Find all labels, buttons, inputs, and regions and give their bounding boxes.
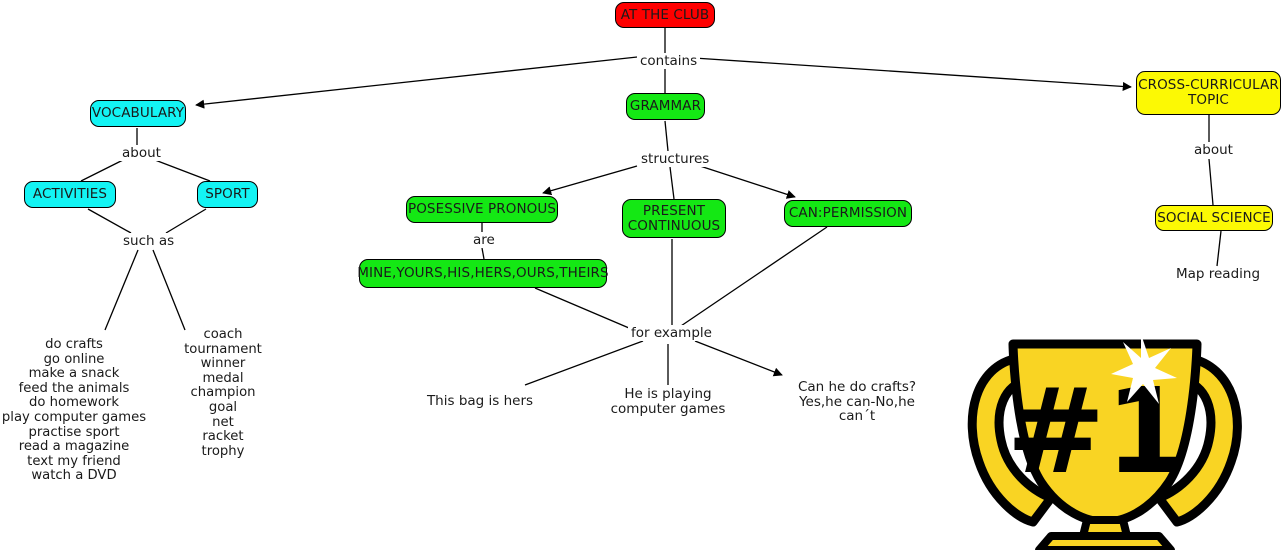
sparkle-icon — [1111, 334, 1177, 404]
edge-structures-possessive — [542, 165, 638, 196]
list-item: coach — [203, 327, 243, 342]
node-can-permission[interactable]: CAN:PERMISSION — [784, 200, 912, 227]
list-item: text my friend — [27, 453, 121, 469]
list-item: make a snack — [28, 366, 120, 382]
edge-contains-vocabulary — [195, 56, 638, 109]
list-item: go online — [43, 351, 105, 367]
list-item: feed the animals — [18, 380, 130, 396]
list-item: winner — [200, 356, 246, 372]
list-item: champion — [190, 385, 256, 401]
list-item: read a magazine — [18, 439, 130, 455]
edge-activities-suchas — [87, 208, 132, 234]
edge-social-science-map-reading — [1216, 230, 1222, 267]
node-present-continuous[interactable]: PRESENT CONTINUOUS — [622, 199, 726, 238]
link-label-about-vocabulary: about — [119, 145, 164, 161]
edge-forexample-possessive-example — [524, 340, 644, 386]
list-item: racket — [202, 429, 244, 445]
edge-can-forexample — [674, 226, 828, 331]
list-item: do crafts — [45, 337, 103, 352]
edge-sport-suchas — [165, 208, 207, 234]
edge-pronoun-list-forexample — [534, 287, 630, 329]
edge-structures-can — [699, 165, 796, 199]
sport-list: coach tournament winner medal champion g… — [166, 327, 280, 459]
edge-suchas-sport-list — [152, 249, 186, 331]
example-present-continuous-sentence: He is playing computer games — [610, 386, 726, 417]
node-grammar[interactable]: GRAMMAR — [626, 93, 705, 120]
trophy-number-label: #1 — [1007, 362, 1188, 500]
leaf-map-reading: Map reading — [1175, 266, 1261, 282]
edge-are-pronoun-list — [481, 247, 485, 260]
list-item: practise sport — [28, 424, 120, 440]
list-item: goal — [208, 399, 238, 415]
list-item: medal — [202, 370, 244, 386]
edge-forexample-can-example — [694, 340, 783, 377]
node-sport[interactable]: SPORT — [197, 181, 258, 208]
list-item: tournament — [184, 341, 262, 357]
edge-about-social-science — [1208, 158, 1214, 206]
link-label-such-as: such as — [120, 233, 178, 249]
link-label-structures: structures — [638, 151, 713, 167]
example-possessive-sentence: This bag is hers — [426, 393, 534, 409]
edge-contains-cross-curricular — [693, 57, 1132, 91]
node-cross-curricular-topic[interactable]: CROSS-CURRICULAR TOPIC — [1136, 71, 1281, 115]
activities-list: do crafts go online make a snack feed th… — [0, 337, 148, 484]
link-label-about-cross-curricular: about — [1191, 142, 1236, 158]
node-vocabulary[interactable]: VOCABULARY — [90, 100, 186, 127]
trophy-number-one-image: #1 — [967, 334, 1242, 550]
link-label-contains: contains — [637, 53, 701, 69]
list-item: play computer games — [1, 409, 147, 425]
node-posessive-pronous[interactable]: POSESSIVE PRONOUS — [406, 196, 558, 223]
list-item: watch a DVD — [31, 468, 117, 484]
edge-about-sport — [154, 159, 211, 182]
node-at-the-club[interactable]: AT THE CLUB — [615, 2, 715, 28]
list-item: net — [212, 414, 234, 430]
link-label-for-example: for example — [628, 325, 715, 341]
link-label-are: are — [470, 232, 498, 248]
list-item: trophy — [201, 443, 245, 459]
edge-about-activities — [80, 159, 124, 182]
edge-structures-present-continuous — [669, 166, 675, 200]
edge-suchas-activities-list — [104, 249, 139, 331]
example-can-permission-sentence: Can he do crafts? Yes,he can-No,he can´t — [797, 379, 917, 425]
node-activities[interactable]: ACTIVITIES — [24, 181, 116, 208]
node-pronoun-list[interactable]: MINE,YOURS,HIS,HERS,OURS,THEIRS — [357, 259, 609, 288]
list-item: do homework — [29, 395, 119, 411]
edge-grammar-structures — [664, 120, 669, 152]
node-social-science[interactable]: SOCIAL SCIENCE — [1155, 205, 1273, 231]
